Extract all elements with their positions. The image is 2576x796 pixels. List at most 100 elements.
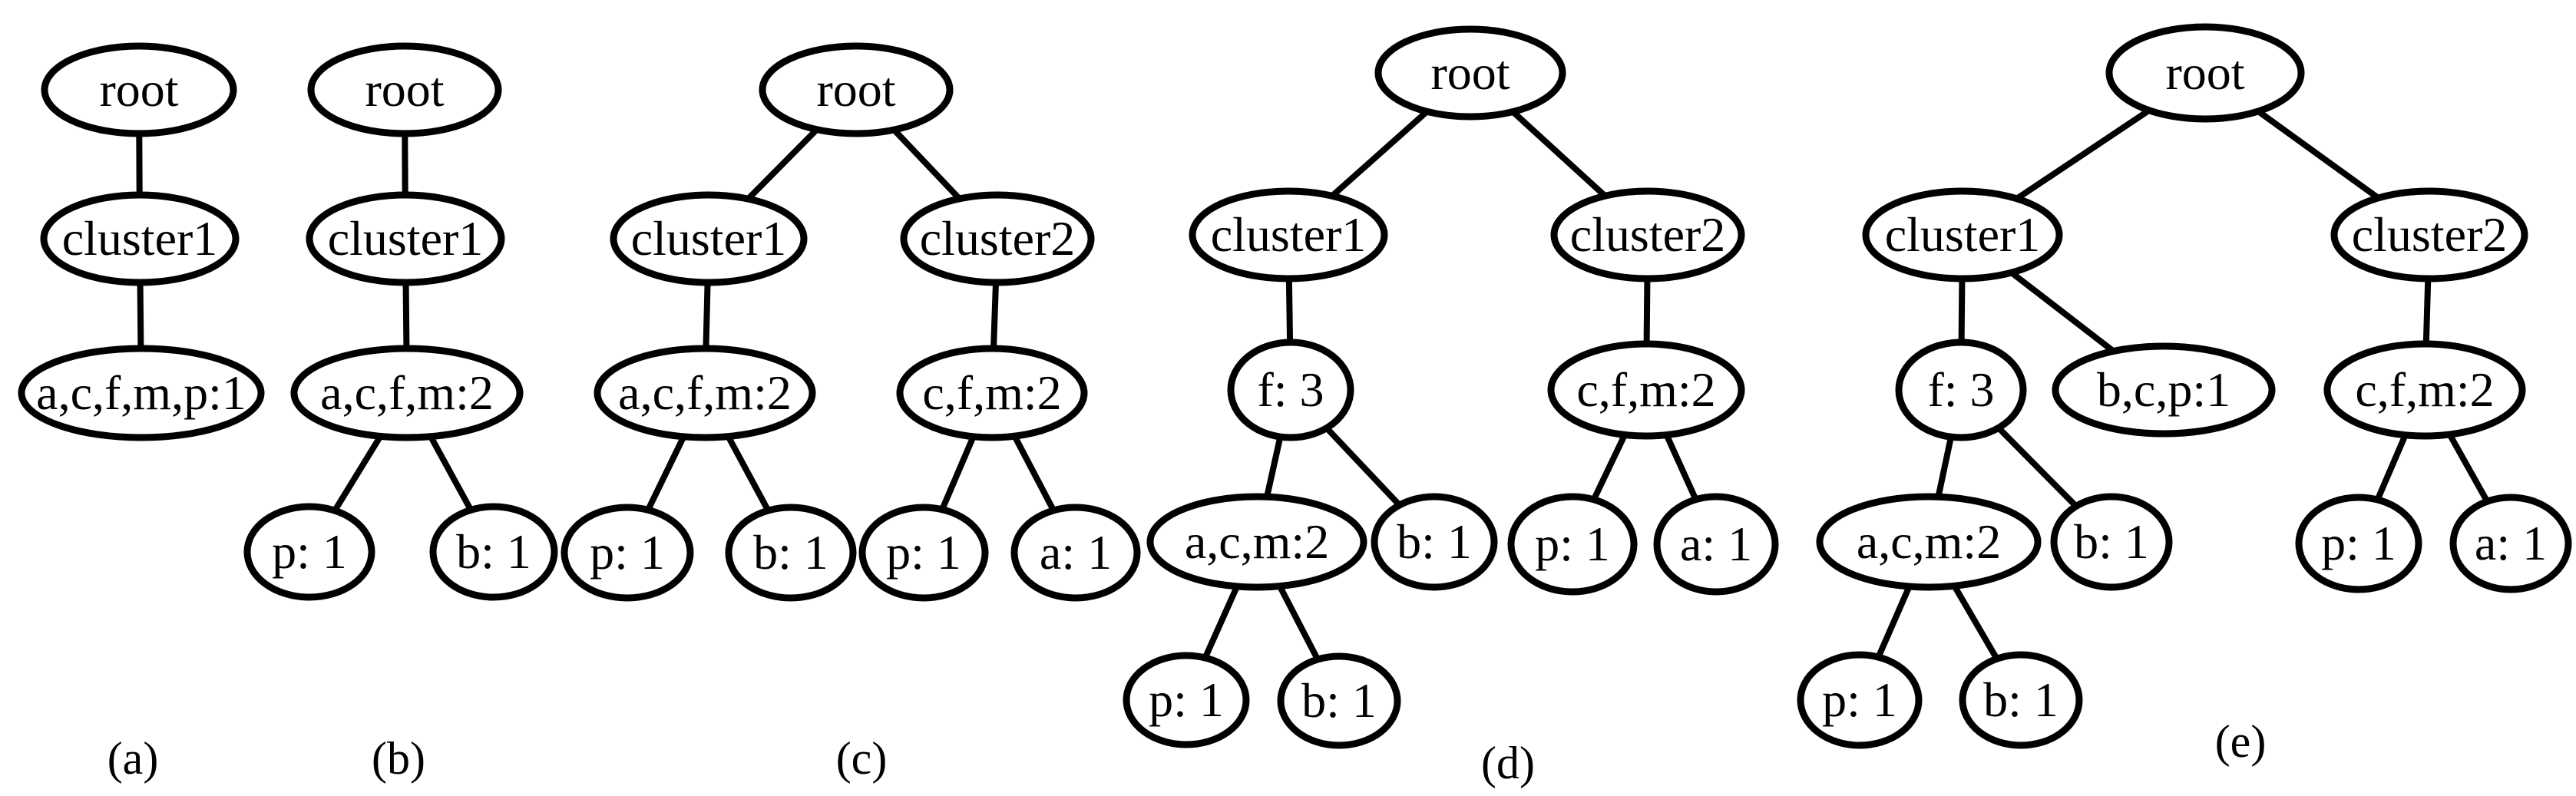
node-label-bcp1: b,c,p:1 bbox=[2097, 362, 2230, 417]
tree-node-p1: p: 1 bbox=[561, 504, 694, 602]
tree-node-a1: a: 1 bbox=[2449, 494, 2572, 593]
tree-node-cluster1: cluster1 bbox=[1862, 187, 2063, 282]
node-ellipse-root bbox=[41, 42, 237, 137]
tree-node-cluster2: cluster2 bbox=[2330, 187, 2528, 282]
node-ellipse-b1b bbox=[1959, 651, 2083, 749]
node-label-f3: f: 3 bbox=[1257, 362, 1324, 417]
node-label-p1: p: 1 bbox=[2321, 516, 2396, 570]
tree-node-a1: a: 1 bbox=[1653, 493, 1779, 596]
node-label-b1: b: 1 bbox=[753, 525, 828, 580]
node-label-b1: b: 1 bbox=[456, 524, 531, 579]
tree-node-p2: p: 1 bbox=[858, 504, 989, 602]
node-ellipse-n2 bbox=[896, 345, 1088, 441]
node-label-b1b: b: 1 bbox=[1301, 673, 1377, 728]
node-label-p1: p: 1 bbox=[272, 524, 347, 579]
tree-node-root: root bbox=[2105, 23, 2305, 123]
node-ellipse-cluster1 bbox=[1862, 187, 2063, 282]
node-ellipse-b1 bbox=[2050, 493, 2173, 591]
tree-node-cluster1: cluster1 bbox=[610, 191, 808, 286]
node-ellipse-p1 bbox=[2295, 494, 2422, 593]
tree-node-root: root bbox=[307, 42, 502, 137]
node-ellipse-a1 bbox=[1653, 493, 1779, 596]
tree-node-f3: f: 3 bbox=[1895, 339, 2027, 441]
node-label-cluster1: cluster1 bbox=[631, 211, 787, 266]
tree-node-cluster2: cluster2 bbox=[900, 191, 1095, 286]
node-label-root: root bbox=[1430, 45, 1510, 100]
node-label-cluster1: cluster1 bbox=[328, 211, 484, 266]
node-ellipse-cluster1 bbox=[40, 191, 240, 286]
tree-node-b1: b: 1 bbox=[429, 503, 558, 601]
tree-c: root cluster1 cluster2 a,c,f,m:2 c,f,m:2 p: 1… bbox=[561, 42, 1141, 784]
tree-node-p1: p: 1 bbox=[1507, 493, 1638, 596]
node-ellipse-n1 bbox=[594, 345, 816, 441]
tree-node-cluster2: cluster2 bbox=[1550, 187, 1745, 282]
node-label-root: root bbox=[2165, 45, 2244, 100]
node-ellipse-p1b bbox=[1797, 651, 1923, 749]
node-label-n1: a,c,f,m:2 bbox=[618, 365, 792, 420]
node-ellipse-b1 bbox=[429, 503, 558, 601]
node-label-a1: a: 1 bbox=[1040, 525, 1112, 580]
tree-node-b1b: b: 1 bbox=[1277, 652, 1401, 749]
node-ellipse-root bbox=[759, 42, 954, 137]
node-label-n1: a,c,f,m,p:1 bbox=[36, 365, 246, 420]
node-label-acm2: a,c,m:2 bbox=[1857, 514, 2001, 569]
tree-node-bcp1: b,c,p:1 bbox=[2052, 342, 2276, 438]
node-ellipse-a1 bbox=[2449, 494, 2572, 593]
tree-node-cfm2: c,f,m:2 bbox=[1547, 340, 1745, 440]
node-ellipse-acm2 bbox=[1146, 493, 1367, 591]
node-ellipse-cluster2 bbox=[900, 191, 1095, 286]
node-ellipse-p1 bbox=[561, 504, 694, 602]
tree-d: root cluster1 cluster2 f: 3 c,f,m:2 a,c,m:2 b:… bbox=[1123, 25, 1779, 788]
node-ellipse-root bbox=[307, 42, 502, 137]
tree-node-root: root bbox=[1374, 25, 1566, 121]
node-label-b1: b: 1 bbox=[1397, 514, 1472, 569]
tree-caption-c: (c) bbox=[836, 733, 888, 784]
node-ellipse-b1b bbox=[1277, 652, 1401, 749]
tree-node-n1: a,c,f,m:2 bbox=[290, 345, 524, 441]
node-ellipse-n1 bbox=[290, 345, 524, 441]
node-label-p1b: p: 1 bbox=[1822, 672, 1897, 727]
tree-node-acm2: a,c,m:2 bbox=[1146, 493, 1367, 591]
node-label-cluster1: cluster1 bbox=[62, 211, 218, 266]
node-label-p1b: p: 1 bbox=[1149, 672, 1224, 727]
tree-node-n1: a,c,f,m:2 bbox=[594, 345, 816, 441]
tree-node-p1: p: 1 bbox=[243, 503, 375, 601]
tree-e: root cluster1 cluster2 f: 3 b,c,p:1 c,f,m:2 a,… bbox=[1797, 23, 2572, 767]
node-label-b1: b: 1 bbox=[2074, 514, 2149, 569]
node-label-cluster1: cluster1 bbox=[1211, 207, 1367, 262]
node-label-n1: a,c,f,m:2 bbox=[320, 365, 494, 420]
tree-caption-e: (e) bbox=[2215, 716, 2267, 767]
tree-node-root: root bbox=[41, 42, 237, 137]
node-label-p2: p: 1 bbox=[886, 525, 961, 580]
tree-node-b1b: b: 1 bbox=[1959, 651, 2083, 749]
tree-node-cluster1: cluster1 bbox=[306, 191, 505, 286]
tree-node-p1b: p: 1 bbox=[1797, 651, 1923, 749]
node-label-p1: p: 1 bbox=[590, 525, 665, 580]
node-ellipse-root bbox=[2105, 23, 2305, 123]
node-label-p1: p: 1 bbox=[1535, 517, 1610, 571]
tree-node-p1b: p: 1 bbox=[1123, 652, 1250, 748]
node-ellipse-cluster1 bbox=[306, 191, 505, 286]
tree-node-root: root bbox=[759, 42, 954, 137]
tree-caption-b: (b) bbox=[372, 733, 425, 784]
node-label-n2: c,f,m:2 bbox=[922, 365, 1061, 420]
node-label-a1: a: 1 bbox=[2475, 516, 2547, 570]
node-label-cfm2: c,f,m:2 bbox=[2355, 362, 2494, 417]
tree-node-cfm2: c,f,m:2 bbox=[2323, 340, 2526, 440]
node-ellipse-cluster1 bbox=[1189, 187, 1388, 282]
node-ellipse-p1b bbox=[1123, 652, 1250, 748]
node-ellipse-a1 bbox=[1010, 504, 1141, 602]
tree-node-n1: a,c,f,m,p:1 bbox=[18, 345, 265, 441]
tree-node-b1: b: 1 bbox=[725, 504, 857, 602]
node-ellipse-n1 bbox=[18, 345, 265, 441]
node-ellipse-cluster2 bbox=[2330, 187, 2528, 282]
tree-node-b1: b: 1 bbox=[1371, 493, 1498, 591]
tree-node-a1: a: 1 bbox=[1010, 504, 1141, 602]
node-label-f3: f: 3 bbox=[1927, 362, 1994, 417]
node-label-root: root bbox=[99, 62, 178, 117]
node-ellipse-f3 bbox=[1227, 339, 1354, 441]
node-ellipse-cluster1 bbox=[610, 191, 808, 286]
